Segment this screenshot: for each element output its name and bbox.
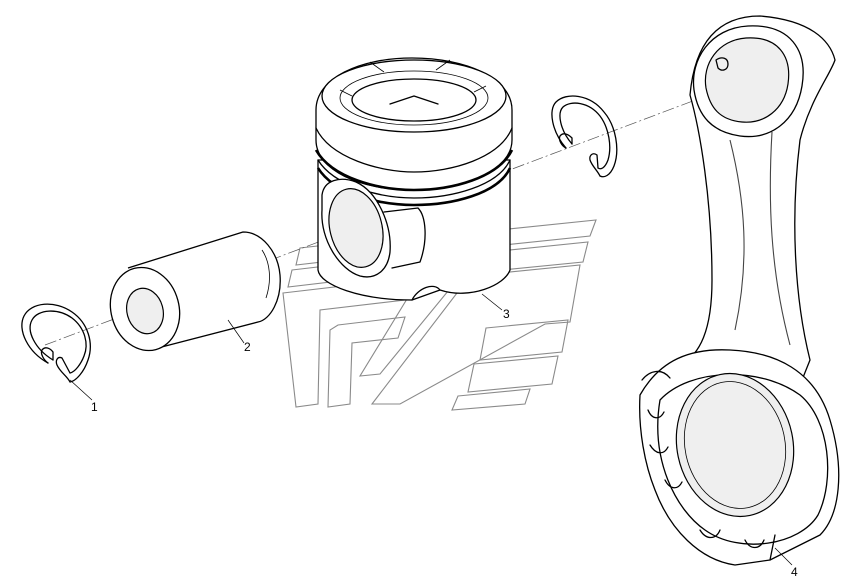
callout-3: 3 [503, 307, 510, 321]
leader-2 [227, 319, 245, 344]
piston-pin [109, 231, 281, 352]
connecting-rod [639, 15, 840, 566]
piston [314, 57, 514, 301]
leader-1 [69, 379, 93, 401]
leader-4 [774, 547, 793, 566]
retaining-ring-right [551, 95, 618, 178]
leader-3 [481, 293, 503, 311]
callout-2: 2 [244, 340, 251, 354]
callout-4: 4 [791, 565, 798, 579]
retaining-ring-left [21, 303, 91, 383]
callout-1: 1 [91, 400, 98, 414]
leader-lines [69, 293, 793, 566]
